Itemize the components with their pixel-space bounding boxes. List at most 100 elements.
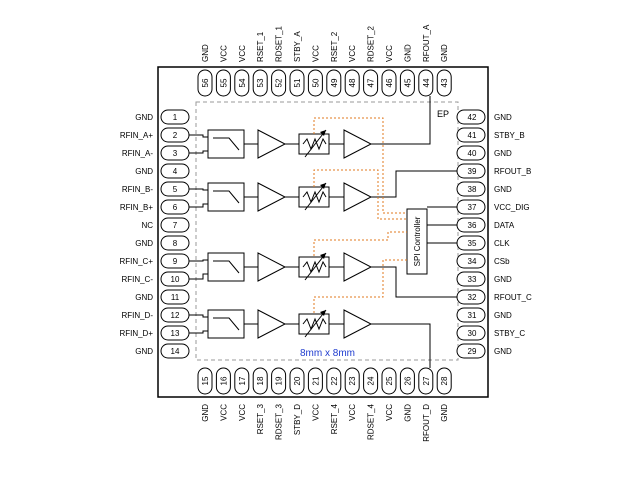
pin-name: GND [403, 44, 412, 62]
pin-number: 4 [173, 167, 178, 176]
pin-name: VCC_DIG [494, 203, 530, 212]
pin-name: GND [403, 404, 412, 422]
pin-name: GND [135, 347, 153, 356]
pin-name: STBY_D [293, 404, 302, 435]
pin-name: RFIN_C- [121, 275, 153, 284]
pin-pad-bottom [381, 367, 397, 395]
pin-name: RFIN_B- [122, 185, 153, 194]
pin-number: 21 [311, 376, 320, 385]
signal-wire [189, 314, 208, 318]
pin-number: 36 [468, 221, 477, 230]
pin-pad-top [344, 69, 360, 97]
pin-pad-top [289, 69, 305, 97]
pin-number: 28 [440, 376, 449, 385]
pin-name: DATA [494, 221, 515, 230]
resistor-zigzag [302, 137, 327, 151]
pin-number: 7 [173, 221, 178, 230]
spi-controller-label: SPI Controller [413, 216, 422, 266]
pin-name: RFIN_B+ [120, 203, 153, 212]
pin-pad-left [160, 163, 190, 179]
pin-name: RDSET_4 [367, 403, 376, 440]
amplifier-triangle [343, 309, 373, 339]
pin-name: CLK [494, 239, 510, 248]
signal-wire [189, 273, 208, 280]
pin-name: GND [135, 293, 153, 302]
pin-number: 45 [403, 78, 412, 87]
pin-pad-bottom [197, 367, 213, 395]
pin-number: 31 [468, 311, 477, 320]
spi-controller-block [406, 208, 428, 275]
pin-name: RFOUT_C [494, 293, 532, 302]
pin-name: STBY_C [494, 329, 525, 338]
pin-name: RDSET_2 [367, 25, 376, 62]
pin-pad-bottom [363, 367, 379, 395]
pin-pad-top [381, 69, 397, 97]
control-line [313, 169, 407, 220]
pin-number: 17 [238, 376, 247, 385]
pin-number: 32 [468, 293, 477, 302]
pin-number: 27 [422, 376, 431, 385]
pin-name: VCC [238, 404, 247, 421]
pin-pad-bottom [326, 367, 342, 395]
pin-name: RDSET_3 [275, 403, 284, 440]
pin-name: GND [494, 311, 512, 320]
pin-name: RFIN_C+ [119, 257, 153, 266]
pin-pad-top [197, 69, 213, 97]
pin-number: 56 [201, 78, 210, 87]
resistor-zigzag [302, 190, 327, 204]
pin-number: 10 [171, 275, 180, 284]
filter-block [207, 309, 245, 339]
pin-name: GND [440, 404, 449, 422]
filter-block [207, 129, 245, 159]
exposed-pad [195, 101, 459, 361]
rfout-a-wire [371, 96, 431, 145]
pin-name: RSET_1 [256, 31, 265, 62]
pin-pad-top [418, 69, 434, 97]
pin-name: RFOUT_A [422, 24, 431, 62]
signal-wire [189, 330, 208, 334]
pin-number: 30 [468, 329, 477, 338]
filter-block [207, 182, 245, 212]
pin-number: 25 [385, 376, 394, 385]
chip-size-label: 8mm x 8mm [300, 348, 355, 359]
pin-pad-right [456, 253, 486, 269]
pin-pad-right [456, 181, 486, 197]
pin-pad-right [456, 127, 486, 143]
pin-pad-bottom [307, 367, 323, 395]
rfout-d-wire [371, 323, 431, 368]
pin-name: GND [494, 113, 512, 122]
pin-name: VCC [348, 404, 357, 421]
pin-number: 50 [311, 78, 320, 87]
pin-name: CSb [494, 257, 510, 266]
pin-number: 26 [403, 376, 412, 385]
signal-wire [189, 150, 208, 154]
pin-pad-top [215, 69, 231, 97]
pin-number: 24 [367, 376, 376, 385]
pin-name: VCC [238, 45, 247, 62]
signal-wire [189, 259, 208, 262]
pin-number: 48 [348, 78, 357, 87]
control-line [313, 259, 407, 313]
pin-pad-bottom [289, 367, 305, 395]
package-outline [157, 66, 489, 398]
pin-number: 11 [171, 293, 180, 302]
arrowhead [320, 253, 326, 259]
pin-pad-bottom [399, 367, 415, 395]
pin-number: 18 [256, 376, 265, 385]
pin-name: STBY_B [494, 131, 525, 140]
pin-number: 8 [173, 239, 178, 248]
pin-name: GND [135, 239, 153, 248]
pin-number: 55 [219, 78, 228, 87]
pin-name: NC [141, 221, 153, 230]
pin-pad-right [456, 109, 486, 125]
filter-block [207, 252, 245, 282]
pin-name: RSET_4 [330, 403, 339, 434]
pin-name: VCC [219, 404, 228, 421]
pin-pad-bottom [215, 367, 231, 395]
pin-number: 5 [173, 185, 178, 194]
pin-number: 29 [468, 347, 477, 356]
pin-pad-top [252, 69, 268, 97]
pin-number: 54 [238, 78, 247, 87]
